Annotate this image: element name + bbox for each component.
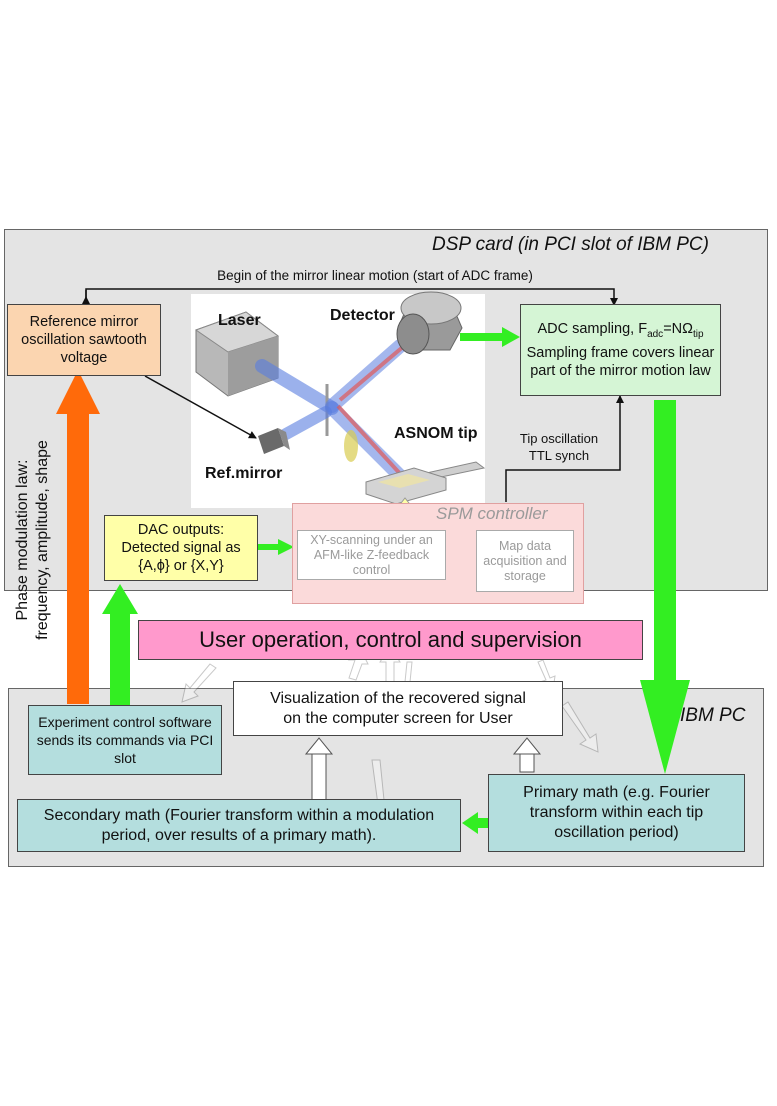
laser-label: Laser [218,312,261,329]
visualization-box: Visualization of the recovered signal on… [233,681,563,736]
secondary-math-box: Secondary math (Fourier transform within… [17,799,461,852]
dac-to-xy-arrow [258,539,294,555]
adc-line2: Sampling frame covers linear part of the… [526,344,715,379]
reference-mirror-box: Reference mirror oscillation sawtooth vo… [7,304,161,376]
map-data-box: Map data acquisition and storage [476,530,574,592]
adc-to-primary-arrow [640,400,690,774]
spm-controller-title: SPM controller [436,504,548,523]
tip-sync-label: Tip oscillation TTL synch [506,430,612,464]
adc-sampling-box: ADC sampling, Fadc=NΩtip Sampling frame … [520,304,721,396]
tip-sync-line2: TTL synch [528,448,590,463]
ref-mirror-label: Ref.mirror [205,465,283,482]
adc-line1: ADC sampling, Fadc=NΩtip [537,321,704,340]
experiment-to-dac-arrow [102,584,138,706]
dac-line1: DAC outputs: [137,522,225,538]
laser-icon [194,311,280,397]
asnom-tip-icon [365,461,486,505]
ref-mirror-icon [258,428,290,454]
primary-math-box: Primary math (e.g. Fourier transform wit… [488,774,745,852]
dac-line2: Detected signal as [121,540,241,556]
dac-outputs-box: DAC outputs: Detected signal as {A,ϕ} or… [104,515,258,581]
secondary-to-visualization-arrow [304,737,334,801]
detector-to-adc-arrow [460,327,520,347]
phase-modulation-arrow [56,370,100,704]
ref-to-mirror-arrow [144,375,257,439]
phase-line2: frequency, amplitude, shape [34,440,51,640]
dac-line3: {A,ϕ} or {X,Y} [138,558,224,574]
ibm-pc-title: IBM PC [680,705,746,726]
phase-line1: Phase modulation law: [14,459,31,621]
tip-sync-line1: Tip oscillation [519,431,599,446]
begin-mirror-label: Begin of the mirror linear motion (start… [217,268,533,283]
experiment-control-box: Experiment control software sends its co… [28,705,222,775]
asnom-tip-label: ASNOM tip [394,425,478,442]
primary-to-secondary-arrow [462,812,488,834]
tip-sync-line [505,395,624,502]
detector-label: Detector [330,307,395,324]
primary-to-visualization-arrow [512,737,542,773]
user-operation-box: User operation, control and supervision [138,620,643,660]
dsp-card-title: DSP card (in PCI slot of IBM PC) [432,234,709,255]
detector-icon [396,291,463,355]
xy-scanning-box: XY-scanning under an AFM-like Z-feedback… [297,530,446,580]
phase-modulation-label: Phase modulation law: frequency, amplitu… [13,430,53,650]
begin-mirror-line [85,288,618,306]
